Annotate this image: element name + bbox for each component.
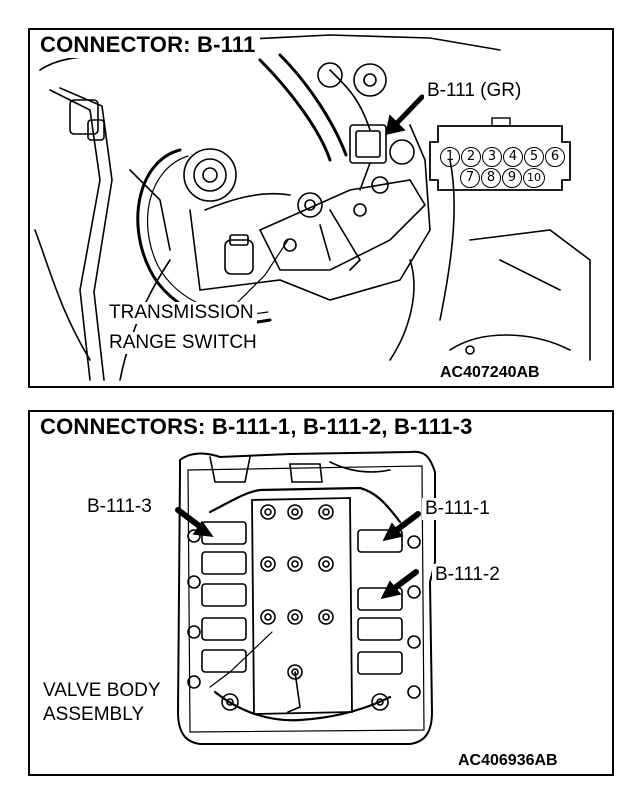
pin-4: 4 — [503, 147, 523, 167]
panel-title: CONNECTORS: B-111-1, B-111-2, B-111-3 — [36, 414, 477, 440]
panel-title: CONNECTOR: B-111 — [36, 32, 260, 58]
connector-b111-label: B-111 (GR) — [424, 80, 525, 102]
pin-3: 3 — [482, 147, 502, 167]
connector-b111-panel: CONNECTOR: B-111 B-111 (GR) 1 2 3 4 5 6 … — [28, 28, 614, 388]
figure-code: AC406936AB — [456, 752, 560, 770]
left-solenoid-stack — [187, 521, 247, 711]
connector-b111-123-panel: CONNECTORS: B-111-1, B-111-2, B-111-3 B-… — [28, 410, 614, 776]
pin-row-top: 1 2 3 4 5 6 — [440, 147, 565, 167]
component-label-line2: RANGE SWITCH — [106, 332, 260, 354]
connector-b1112-label: B-111-2 — [432, 564, 503, 586]
connector-pin-diagram: 1 2 3 4 5 6 7 8 9 10 — [438, 144, 565, 188]
pin-9: 9 — [502, 168, 522, 188]
pin-2: 2 — [461, 147, 481, 167]
valve-body-assembly-drawing — [175, 450, 436, 745]
center-plate-bolts — [260, 504, 334, 680]
component-label-line1: VALVE BODY — [40, 680, 164, 702]
component-label-line1: TRANSMISSION — [106, 302, 257, 324]
component-label-line2: ASSEMBLY — [40, 704, 148, 726]
right-solenoid-stack — [357, 529, 421, 711]
pin-10: 10 — [523, 168, 545, 188]
pin-5: 5 — [524, 147, 544, 167]
transmission-range-switch-drawing — [34, 34, 591, 381]
connector-b1113-label: B-111-3 — [84, 496, 155, 518]
figure-code: AC407240AB — [438, 364, 542, 382]
pin-6: 6 — [545, 147, 565, 167]
pin-8: 8 — [481, 168, 501, 188]
pin-1: 1 — [440, 147, 460, 167]
pin-7: 7 — [460, 168, 480, 188]
pin-row-bottom: 7 8 9 10 — [460, 168, 545, 188]
connector-b1111-label: B-111-1 — [422, 498, 493, 520]
